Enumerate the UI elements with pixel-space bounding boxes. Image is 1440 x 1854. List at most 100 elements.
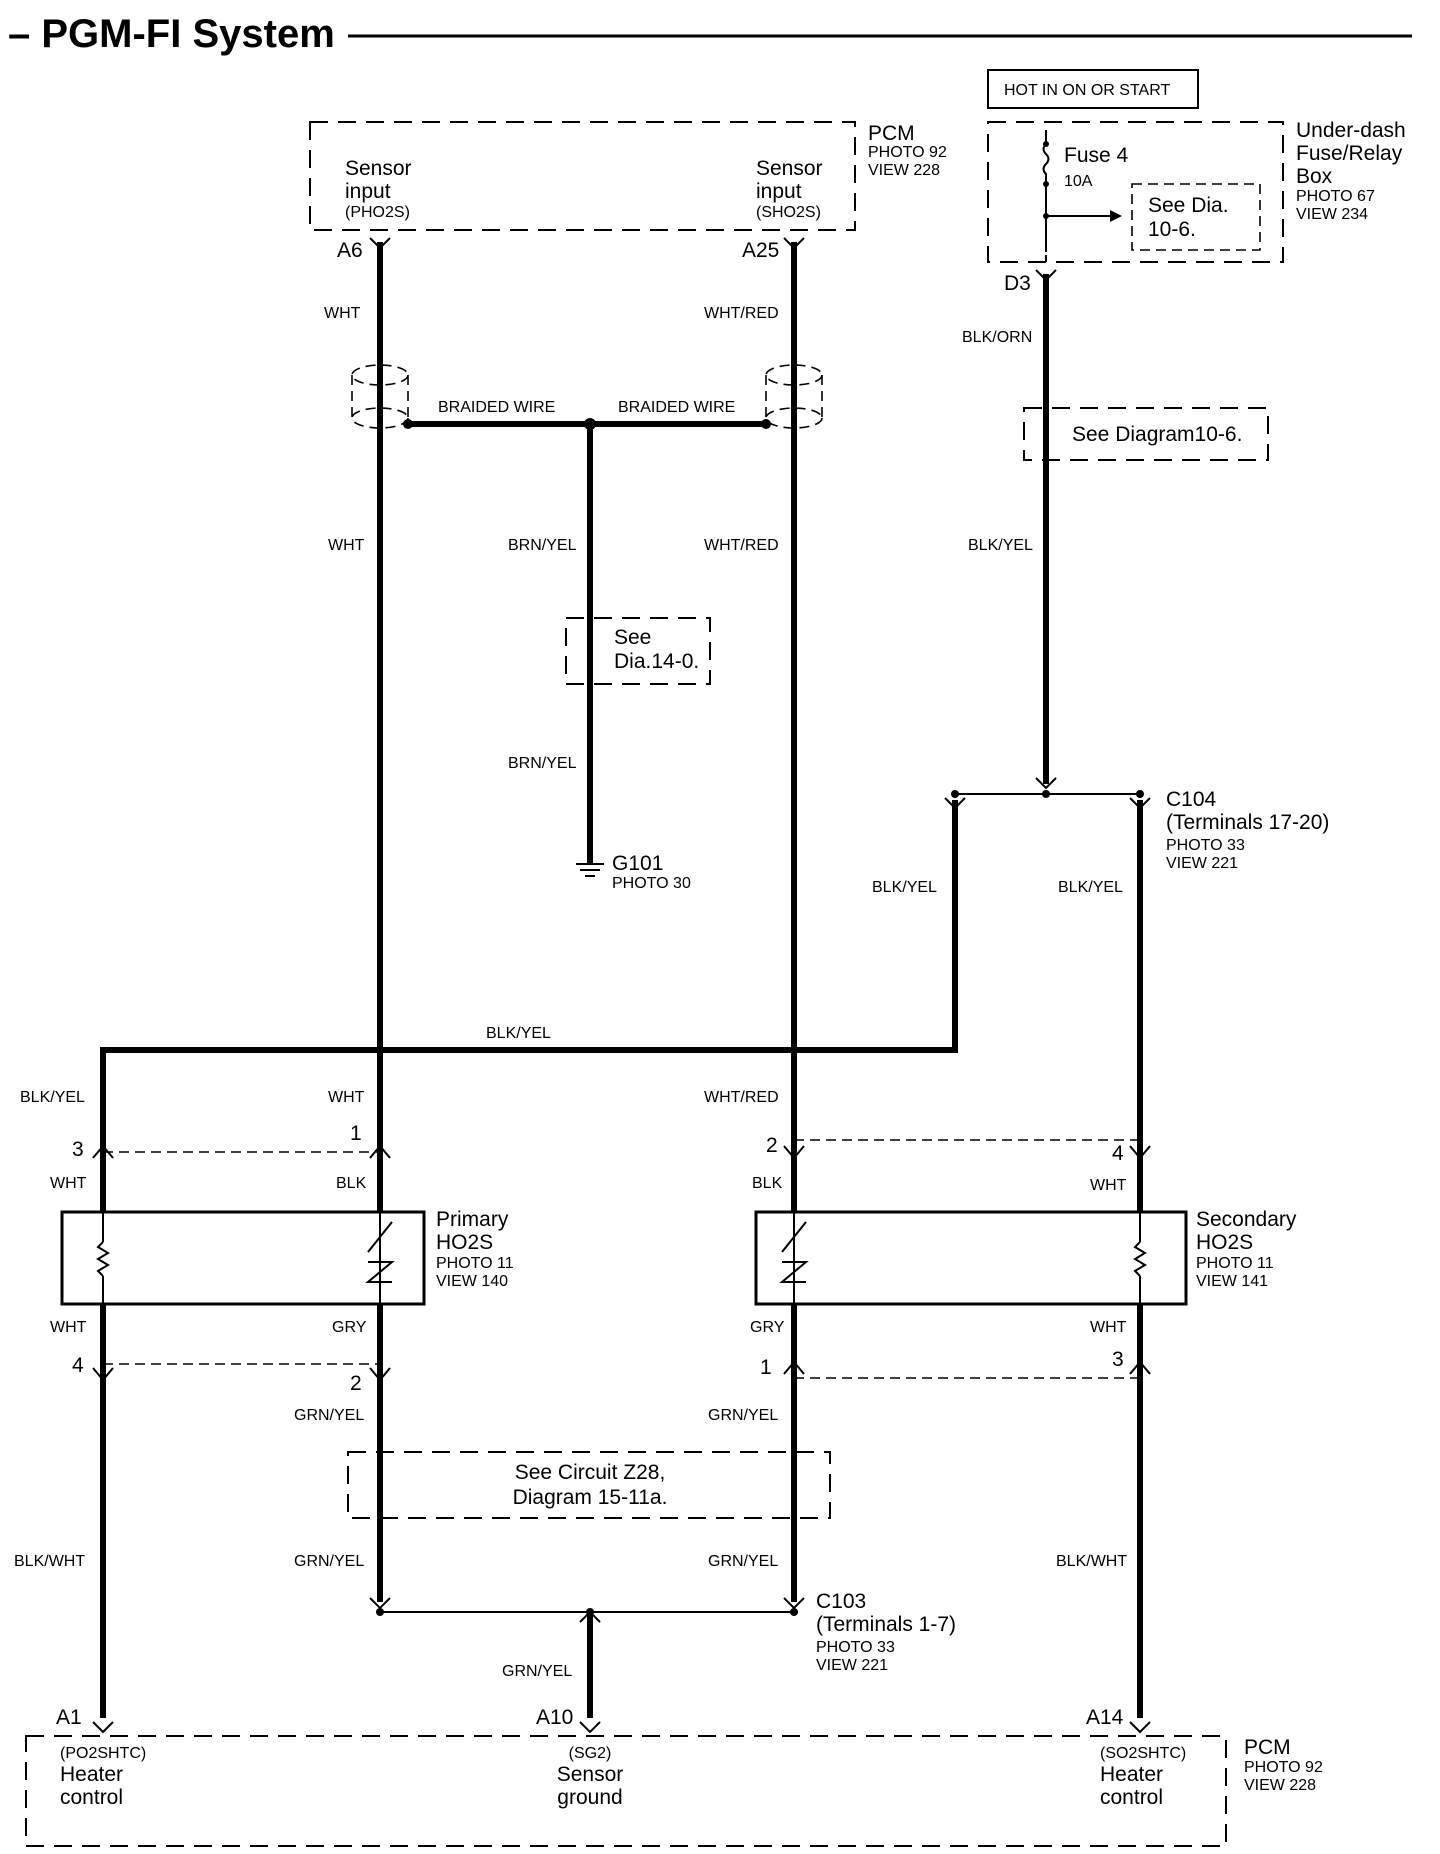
c104-terminals: (Terminals 17-20) [1166,811,1329,834]
see-dia-10-6-line2: 10-6. [1148,218,1196,241]
wire-label-gry-2: GRY [750,1319,785,1336]
wire-label-grnyel-2: GRN/YEL [708,1407,778,1424]
secondary-ho2s-box [754,1210,1188,1306]
wire-label-blkyel-3: BLK/YEL [1058,879,1123,896]
connector-a14-icon [1129,1721,1151,1734]
see-circuit-line1: See Circuit Z28, [515,1461,666,1484]
c104-feed-connector-icon [1035,777,1057,790]
see-dia-14-line1: See [614,626,651,649]
see-dia-10-6-box [1131,183,1261,251]
secondary-pin2-connector-icon [783,1145,805,1160]
wire-label-wht-2: WHT [328,537,365,554]
pcm-left-code: (PHO2S) [345,204,410,221]
braid-node-left [403,419,413,429]
primary-sensor-arrow-line [367,1221,393,1253]
secondary-pin1-connector-icon [783,1360,805,1375]
connector-a1-icon [92,1721,114,1734]
see-circuit-line2: Diagram 15-11a. [513,1486,668,1509]
c103-photo: PHOTO 33 [816,1639,895,1656]
braid-node-center [584,418,596,430]
pin-a10: A10 [536,1706,573,1729]
secondary-photo: PHOTO 11 [1196,1255,1274,1272]
secondary-pin4-connector-icon [1129,1145,1151,1160]
fuse-box-name-1: Under-dash [1296,119,1406,142]
primary-name-1: Primary [436,1208,509,1231]
arrow-icon [1110,210,1122,222]
c103-view: VIEW 221 [816,1657,888,1674]
ground-photo: PHOTO 30 [612,875,691,892]
a1-code: (PO2SHTC) [60,1745,146,1762]
wire-label-wht-7: WHT [1090,1319,1127,1336]
secondary-sensor-arrow-line [781,1221,807,1253]
wire-label-blk-2: BLK [752,1175,783,1192]
c104-name: C104 [1166,788,1217,811]
wire-label-blkyel-1: BLK/YEL [968,537,1033,554]
wire-label-blkorn: BLK/ORN [962,329,1032,346]
fuse-node-top [1043,141,1049,147]
connector-a10-icon [579,1721,601,1734]
a14-label-1: Heater [1100,1763,1163,1786]
wire-label-blkwht-1: BLK/WHT [14,1553,85,1570]
fuse-box-photo: PHOTO 67 [1296,188,1375,205]
primary-name-2: HO2S [436,1231,493,1254]
connector-a25-icon [783,237,805,250]
primary-pin-3: 3 [72,1138,84,1161]
c104-photo: PHOTO 33 [1166,837,1245,854]
primary-pin4-connector-icon [92,1367,114,1382]
a1-label-2: control [60,1786,123,1809]
pcm-top-name: PCM [868,122,915,145]
pcm-bottom-name: PCM [1244,1736,1291,1759]
wire-label-whtred-2: WHT/RED [704,537,779,554]
secondary-pin-2: 2 [766,1134,778,1157]
wire-label-wht-6: WHT [50,1319,87,1336]
fuse-4-symbol [1042,130,1050,252]
c104-left-connector-icon [944,797,966,810]
pcm-bottom-photo: PHOTO 92 [1244,1759,1323,1776]
primary-pin3-connector-icon [92,1144,114,1159]
wire-label-wht-3: WHT [328,1089,365,1106]
hot-label-box [987,69,1199,109]
fuse-box-view: VIEW 234 [1296,206,1368,223]
pin-a6: A6 [337,239,363,262]
pin-d3: D3 [1004,272,1031,295]
ground-name: G101 [612,852,663,875]
c104-node-left [951,790,959,798]
see-dia-10-6-line1: See Dia. [1148,194,1229,217]
c104-view: VIEW 221 [1166,855,1238,872]
see-dia-14-line2: Dia.14-0. [614,650,699,673]
page-title: – PGM-FI System [8,12,335,56]
fuse-name: Fuse 4 [1064,144,1129,167]
shield-right-bottom-icon [765,407,823,429]
pcm-right-label-1: Sensor [756,157,823,180]
wire-label-wht-5: WHT [1090,1177,1127,1194]
pcm-right-label-2: input [756,180,802,203]
primary-sensor-icon [365,1261,395,1283]
secondary-pin-4: 4 [1112,1142,1124,1165]
pcm-bottom-box [25,1735,1227,1847]
fuse-box-name-3: Box [1296,165,1333,188]
primary-pin-4: 4 [72,1354,84,1377]
c103-terminals: (Terminals 1-7) [816,1613,956,1636]
fuse-rating: 10A [1064,173,1093,190]
a10-code: (SG2) [569,1745,612,1762]
pin-a1: A1 [56,1706,82,1729]
a10-label-2: ground [557,1786,622,1809]
primary-pin-1: 1 [350,1122,362,1145]
fuse-relay-box [987,121,1284,263]
c104-node-right [1136,790,1144,798]
a14-label-2: control [1100,1786,1163,1809]
connector-d3-icon [1035,269,1057,282]
wire-label-brnyel-2: BRN/YEL [508,755,577,772]
a1-label-1: Heater [60,1763,123,1786]
wire-label-blkyel-5: BLK/YEL [20,1089,85,1106]
wire-label-grnyel-5: GRN/YEL [502,1663,572,1680]
pcm-right-code: (SHO2S) [756,204,821,221]
wire-label-wht-4: WHT [50,1175,87,1192]
primary-view: VIEW 140 [436,1273,508,1290]
primary-photo: PHOTO 11 [436,1255,514,1272]
a14-code: (SO2SHTC) [1100,1745,1186,1762]
see-dia-14-box [565,617,711,685]
primary-heater-icon [96,1241,110,1277]
c103-node-right [790,1608,798,1616]
